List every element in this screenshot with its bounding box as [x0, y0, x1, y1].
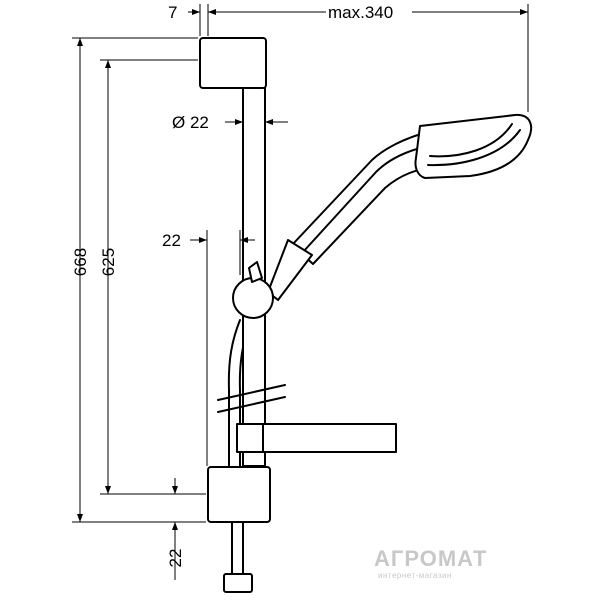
- dim-bottom-offset: 22: [166, 478, 185, 580]
- extension-lines: [72, 4, 529, 523]
- dim-max-reach-label: max.340: [328, 3, 393, 22]
- watermark-tagline: интернет-магазин: [378, 571, 452, 580]
- soap-dish: [236, 423, 397, 453]
- dim-holder-offset: 22: [162, 231, 255, 250]
- dim-rail-length: 625: [99, 60, 118, 494]
- top-wall-bracket: [199, 37, 267, 89]
- dim-total-height: 668: [71, 38, 90, 522]
- handshower: [267, 113, 533, 301]
- watermark-brand: АГРОМАТ: [374, 546, 487, 571]
- rail-break-marks: [217, 384, 286, 413]
- dim-total-height-label: 668: [71, 248, 90, 276]
- dim-rail-length-label: 625: [99, 248, 118, 276]
- watermark-logo: АГРОМАТ интернет-магазин: [374, 546, 487, 580]
- dim-max-reach: max.340: [328, 3, 528, 22]
- dim-top-offset: 7: [168, 3, 326, 22]
- dim-bottom-offset-label: 22: [166, 549, 185, 568]
- bottom-wall-bracket: [207, 466, 271, 523]
- hose-connector: [223, 573, 253, 593]
- dim-holder-offset-label: 22: [162, 231, 181, 250]
- dim-pipe-diameter: Ø 22: [172, 113, 288, 132]
- dim-top-offset-label: 7: [168, 3, 177, 22]
- dim-pipe-diameter-label: Ø 22: [172, 113, 209, 132]
- shower-holder-slider: [232, 261, 274, 319]
